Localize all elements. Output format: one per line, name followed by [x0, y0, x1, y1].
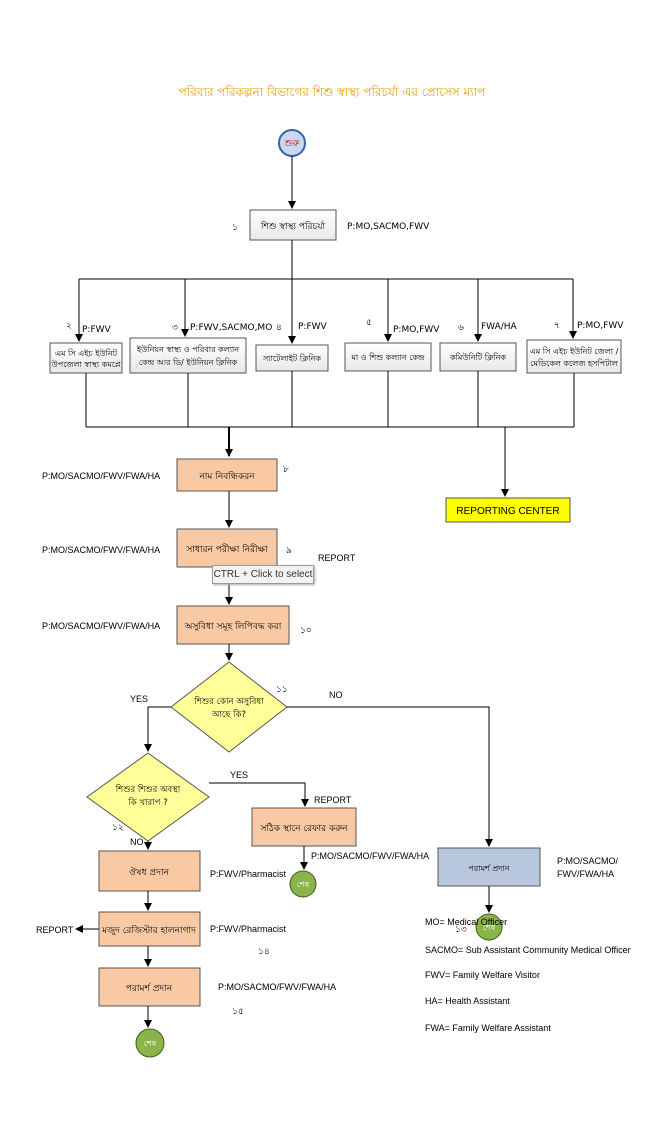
decision12-number: ১২: [112, 823, 124, 833]
branch-6-role: FWA/HA: [481, 322, 518, 332]
end-label-counsel13: শেষ: [483, 923, 496, 932]
branch-6[interactable]: কমিউনিটি ক্লিনিক: [439, 342, 517, 372]
connector: [209, 782, 309, 807]
decision11-no: NO: [329, 690, 343, 700]
decision11-line2: আছে কি?: [211, 709, 246, 720]
tooltip: CTRL + Click to select: [212, 565, 314, 584]
decision12-yes: YES: [230, 770, 248, 780]
branch-7-role: P:MO,FWV: [577, 321, 624, 331]
step9-report: REPORT: [318, 553, 356, 563]
branch-7[interactable]: এম সি এইচ ইউনিট জেলা / মেডিকেল কলেজ হসপি…: [526, 339, 622, 374]
start-label: শুরু: [284, 139, 301, 149]
legend-item: FWA= Family Welfare Assistant: [425, 1023, 551, 1033]
step10-label: অসুবিধা সমূহ লিপিবদ্ধ করা: [184, 621, 282, 632]
branch-2-line1: এম সি এইচ ইউনিট: [55, 348, 118, 358]
step8-number: ৮: [283, 465, 289, 475]
legend-item: HA= Health Assistant: [425, 996, 510, 1006]
branch-7-number: ৭: [554, 321, 560, 331]
decision11-yes: YES: [130, 694, 148, 704]
legend: MO= Medical Officer SACMO= Sub Assistant…: [425, 917, 631, 1033]
end-label-refer: শেষ: [297, 880, 310, 889]
register-label: মজুদ রেজিস্টার হালনাগাদ: [101, 924, 196, 936]
branch-2-line2: উপজেলা স্বাস্থ্য কমপ্লে: [51, 359, 121, 369]
counsel15-label: পরামর্শ প্রদান: [126, 983, 173, 994]
branch-5[interactable]: মা ও শিশু কল্যান কেন্দ্র: [344, 342, 432, 372]
branch-3-number: ৩: [172, 323, 178, 333]
refer-role: P:MO/SACMO/FWV/FWA/HA: [311, 851, 429, 861]
decision11-diamond[interactable]: [170, 661, 288, 753]
legend-item: SACMO= Sub Assistant Community Medical O…: [425, 945, 631, 955]
branch-6-line1: কমিউনিটি ক্লিনিক: [449, 352, 506, 362]
step1-label: শিশু স্বাস্থ্য পরিচর্যা: [260, 221, 326, 232]
step1-box[interactable]: [249, 209, 337, 241]
refer-label: সঠিক স্থানে রেফার করুন: [259, 822, 348, 834]
branch-4-number: ৪: [276, 323, 282, 333]
step8-box[interactable]: [176, 458, 278, 492]
diagram-title: পরিবার পরিকল্পনা বিভাগের শিশু স্বাস্থ্য …: [179, 85, 487, 99]
step10-box[interactable]: [176, 605, 290, 645]
counsel13-number: ১৩: [455, 925, 467, 935]
step10-number: ১০: [300, 626, 312, 636]
end-node-final[interactable]: [135, 1028, 165, 1058]
counsel13-box[interactable]: [437, 847, 541, 887]
branch-3[interactable]: ইউনিয়ন স্বাস্থ্য ও পরিবার কল্যান কেন্দ্…: [129, 337, 247, 374]
end-node-refer[interactable]: [289, 870, 317, 898]
refer-box[interactable]: [251, 807, 357, 847]
end-node-counsel13[interactable]: [475, 913, 503, 941]
step10-role: P:MO/SACMO/FWV/FWA/HA: [42, 621, 160, 631]
branch-2-number: ২: [66, 321, 72, 331]
branch-2[interactable]: এম সি এইচ ইউনিট উপজেলা স্বাস্থ্য কমপ্লে: [49, 342, 123, 374]
counsel15-role: P:MO/SACMO/FWV/FWA/HA: [218, 982, 336, 992]
counsel15-number: ১৫: [232, 1007, 244, 1017]
branch-2-role: P:FWV: [82, 325, 112, 335]
branch-4-line1: স্যাটেলাইট ক্লিনিক: [262, 353, 321, 363]
branch-5-number: ৫: [366, 318, 372, 328]
register-role: P:FWV/Pharmacist: [210, 924, 287, 934]
reporting-center-label: REPORTING CENTER: [456, 506, 559, 517]
decision12-no: NO: [130, 837, 144, 847]
reporting-center-box[interactable]: [445, 497, 571, 523]
step8-role: P:MO/SACMO/FWV/FWA/HA: [42, 471, 160, 481]
counsel13-role2: FWV/FWA/HA: [557, 869, 614, 879]
legend-item: FWV= Family Welfare Visitor: [425, 970, 540, 980]
decision12-line1: শিশুর শিশুর অবস্থা: [115, 784, 181, 795]
decision12-diamond[interactable]: [86, 752, 210, 842]
branch-5-line1: মা ও শিশু কল্যান কেন্দ্র: [350, 353, 425, 362]
counsel13-label: পরামর্শ প্রদান: [468, 864, 509, 873]
register-number: ১৪: [258, 947, 270, 957]
step1-role: P:MO,SACMO,FWV: [347, 222, 430, 232]
step9-box[interactable]: [176, 528, 278, 568]
medicine-label: ঔষধ প্রদান: [129, 867, 169, 878]
register-box[interactable]: [98, 911, 201, 947]
connector: [287, 706, 493, 847]
branch-3-line1: ইউনিয়ন স্বাস্থ্য ও পরিবার কল্যান: [136, 344, 239, 354]
connector: [144, 706, 171, 752]
branch-4[interactable]: স্যাটেলাইট ক্লিনিক: [255, 344, 329, 372]
counsel13-role1: P:MO/SACMO/: [557, 856, 619, 866]
step9-role: P:MO/SACMO/FWV/FWA/HA: [42, 545, 160, 555]
step8-label: নাম নিবন্ধিকরন: [198, 471, 255, 482]
branch-5-role: P:MO,FWV: [393, 325, 440, 335]
branch-7-line2: মেডিকেল কলেজ হসপিটাল: [530, 358, 619, 368]
step1-number: ১: [232, 223, 238, 233]
counsel15-box[interactable]: [98, 967, 201, 1007]
refer-report: REPORT: [314, 795, 352, 805]
branch-7-line1: এম সি এইচ ইউনিট জেলা /: [530, 346, 619, 356]
branch-3-role: P:FWV,SACMO,MO: [190, 323, 272, 333]
decision11-line1: শিশুর কোন অসুবিধা: [193, 696, 264, 707]
decision12-line2: কি খারাপ ?: [127, 797, 167, 808]
end-label-final: শেষ: [144, 1039, 157, 1048]
branch-6-number: ৬: [458, 323, 464, 333]
step9-label: সাধারন পরীক্ষা নিরীক্ষা: [185, 543, 268, 555]
decision11-number: ১১: [276, 685, 288, 695]
branch-3-line2: কেন্দ্র আর ডি/ ইউনিয়ন ক্লিনিক: [139, 357, 238, 367]
medicine-box[interactable]: [98, 850, 201, 892]
branch-4-role: P:FWV: [298, 322, 328, 332]
step9-number: ৯: [286, 546, 292, 556]
medicine-role: P:FWV/Pharmacist: [210, 869, 287, 879]
register-report: REPORT: [36, 925, 74, 935]
legend-item: MO= Medical Officer: [425, 917, 507, 927]
